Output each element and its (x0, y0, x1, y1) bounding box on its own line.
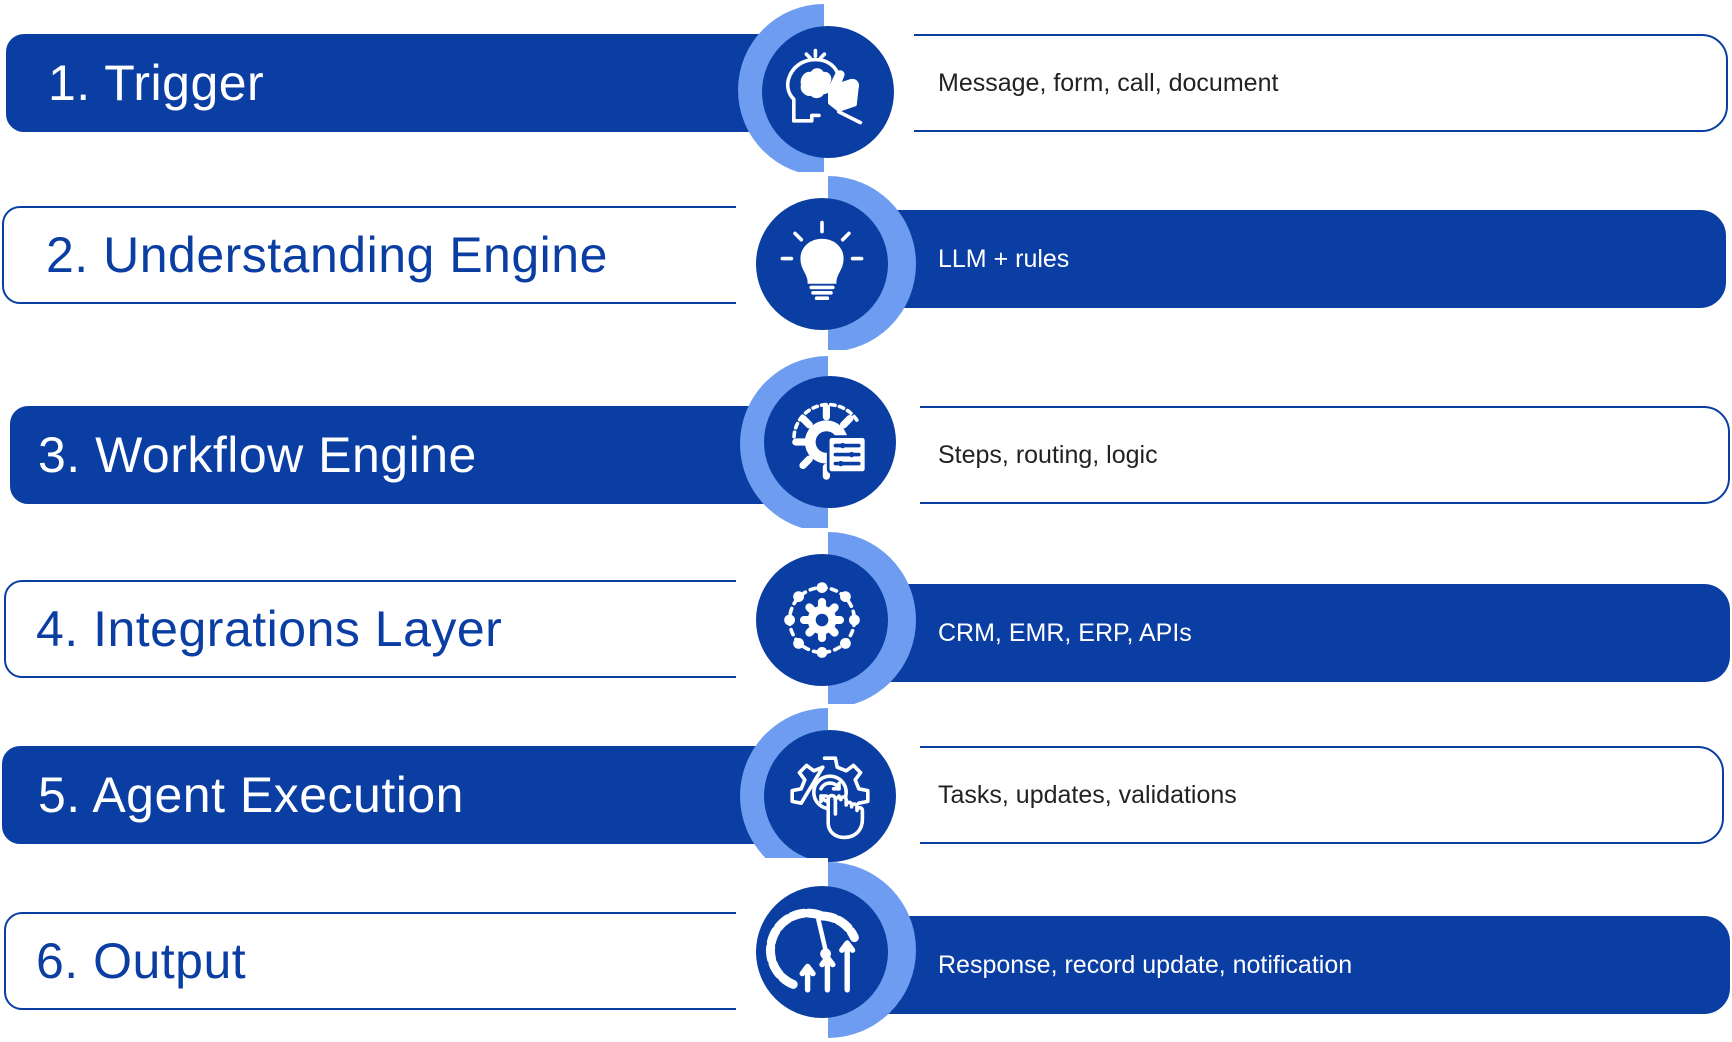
step-6-node (756, 886, 888, 1018)
step-2-title: 2. Understanding Engine (46, 227, 608, 283)
lightbulb-icon (780, 220, 864, 300)
step-6-title: 6. Output (36, 933, 247, 989)
gear-workflow-icon (792, 402, 868, 480)
step-4-description: CRM, EMR, ERP, APIs (938, 618, 1192, 647)
step-2-description: LLM + rules (938, 244, 1070, 273)
step-1-title-bar: 1. Trigger (6, 34, 806, 132)
step-1-node (762, 26, 894, 158)
gear-touch-icon (790, 756, 870, 840)
step-3-title-bar: 3. Workflow Engine (10, 406, 810, 504)
step-5-title-bar: 5. Agent Execution (2, 746, 802, 844)
step-2-title-bar: 2. Understanding Engine (2, 206, 802, 304)
gear-network-icon (784, 582, 860, 658)
step-1-title: 1. Trigger (48, 55, 265, 111)
step-5-node (764, 730, 896, 862)
step-5-description: Tasks, updates, validations (938, 780, 1237, 809)
step-4-title: 4. Integrations Layer (36, 601, 503, 657)
step-4-node (756, 554, 888, 686)
step-1-description-bar: Message, form, call, document (830, 34, 1728, 132)
step-1-description: Message, form, call, document (938, 68, 1279, 97)
step-3-description-bar: Steps, routing, logic (830, 406, 1730, 504)
step-3-title: 3. Workflow Engine (38, 427, 477, 483)
step-3-description: Steps, routing, logic (938, 440, 1158, 469)
step-6-title-bar: 6. Output (4, 912, 804, 1010)
step-5-description-bar: Tasks, updates, validations (830, 746, 1724, 844)
gauge-growth-icon (766, 908, 859, 993)
step-5-title: 5. Agent Execution (38, 767, 464, 823)
step-4-title-bar: 4. Integrations Layer (4, 580, 804, 678)
step-4-description-bar: CRM, EMR, ERP, APIs (830, 584, 1730, 682)
step-6-description: Response, record update, notification (938, 950, 1353, 979)
step-2-description-bar: LLM + rules (830, 210, 1726, 308)
step-2-node (756, 198, 888, 330)
step-6-description-bar: Response, record update, notification (830, 916, 1730, 1014)
brain-hand-icon (785, 48, 863, 125)
step-3-node (764, 376, 896, 508)
